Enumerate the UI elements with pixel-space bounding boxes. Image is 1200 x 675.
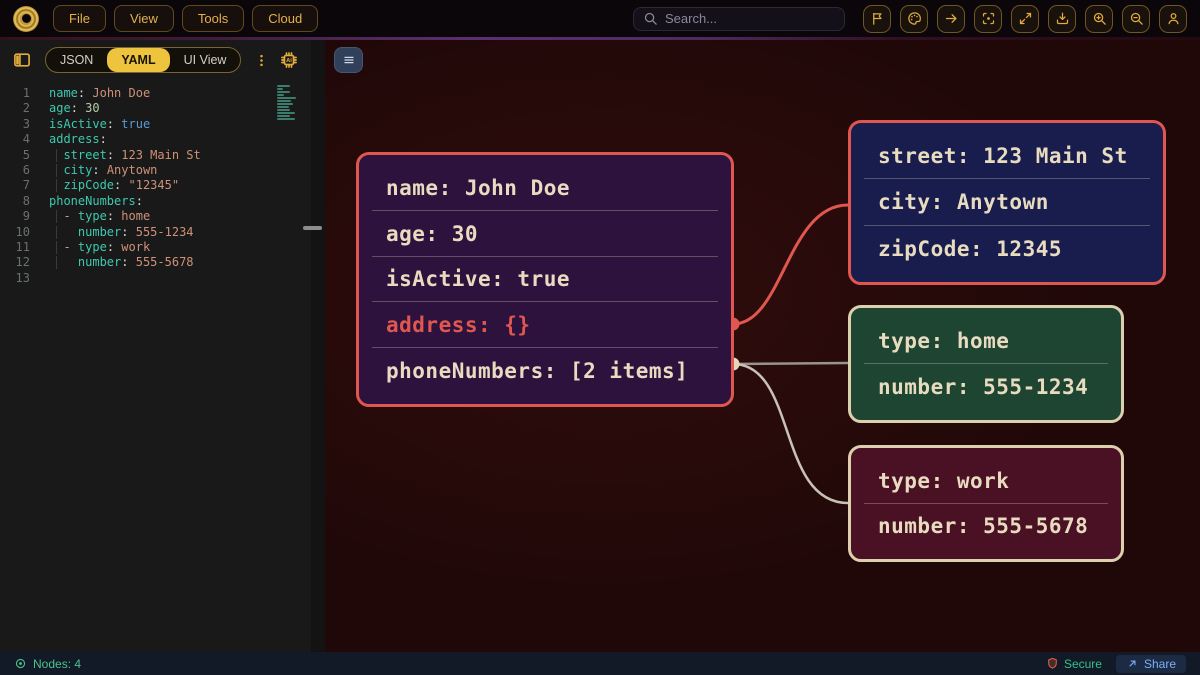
node-row: number: 555-5678 xyxy=(878,514,1089,539)
flag-button[interactable] xyxy=(863,4,891,33)
editor-line: 12 number: 555-5678 xyxy=(15,255,194,271)
node-row: street: 123 Main St xyxy=(851,133,1163,180)
user-icon xyxy=(1166,11,1181,26)
focus-center-icon xyxy=(981,11,996,26)
node-row: city: Anytown xyxy=(851,179,1163,226)
editor-line: 7 zipCode: "12345" xyxy=(22,178,180,194)
flag-icon xyxy=(870,11,885,26)
graph-node-phone-work[interactable]: type: work number: 555-5678 xyxy=(848,445,1124,562)
palette-button[interactable] xyxy=(900,4,928,33)
svg-text:AI: AI xyxy=(286,58,292,64)
nodes-count-label: Nodes: 4 xyxy=(33,656,82,671)
editor-line: 11 - type: work xyxy=(15,240,151,256)
menu-file-button[interactable]: File xyxy=(53,5,106,32)
node-row: phoneNumbers: [2 items] xyxy=(386,359,689,384)
share-label: Share xyxy=(1143,656,1176,671)
ai-assistant-button[interactable]: AI xyxy=(277,48,301,72)
accent-divider xyxy=(0,37,1200,40)
more-options-button[interactable] xyxy=(252,51,271,70)
sidebar-toggle-button[interactable] xyxy=(10,48,34,72)
menu-cloud-button[interactable]: Cloud xyxy=(252,5,319,32)
hamburger-icon xyxy=(342,53,356,67)
editor-line: 6 city: Anytown xyxy=(22,163,158,179)
editor-line: 9 - type: home xyxy=(22,209,151,225)
secure-label: Secure xyxy=(1063,656,1102,671)
canvas-menu-button[interactable] xyxy=(334,47,363,73)
node-row: type: work xyxy=(851,458,1121,504)
editor-line: 10 number: 555-1234 xyxy=(15,224,194,241)
secure-badge[interactable]: Secure xyxy=(1046,657,1102,671)
node-row: name: John Doe xyxy=(359,165,731,211)
search-icon xyxy=(643,11,658,26)
menu-view-button[interactable]: View xyxy=(113,5,174,32)
focus-center-button[interactable] xyxy=(974,4,1002,33)
share-arrow-icon xyxy=(1126,657,1139,670)
panel-left-icon xyxy=(12,50,32,70)
expand-icon xyxy=(1018,11,1033,26)
tab-json[interactable]: JSON xyxy=(46,48,107,72)
zoom-in-icon xyxy=(1092,11,1107,26)
arrow-right-icon xyxy=(944,11,959,26)
graph-edge xyxy=(732,203,849,326)
editor-line: 13 xyxy=(15,270,30,285)
menu-tools-button[interactable]: Tools xyxy=(181,5,245,32)
topbar-actions xyxy=(863,4,1187,33)
user-button[interactable] xyxy=(1159,4,1187,33)
menu-bar: File View Tools Cloud xyxy=(53,5,319,32)
topbar: File View Tools Cloud xyxy=(0,0,1200,37)
node-row: zipCode: 12345 xyxy=(878,236,1063,261)
arrow-right-button[interactable] xyxy=(937,4,965,33)
palette-icon xyxy=(907,11,922,26)
ai-chip-icon: AI xyxy=(279,50,299,70)
node-row: age: 30 xyxy=(359,211,731,257)
graph-edge xyxy=(732,361,849,366)
search-input[interactable] xyxy=(665,11,835,26)
panel-resize-handle[interactable] xyxy=(303,226,322,230)
node-row: address: {} xyxy=(359,302,731,348)
expand-button[interactable] xyxy=(1011,4,1039,33)
share-button[interactable]: Share xyxy=(1115,654,1186,673)
graph-node-phone-home[interactable]: type: home number: 555-1234 xyxy=(848,305,1124,423)
shield-icon xyxy=(1046,657,1059,670)
node-row: type: home xyxy=(851,318,1121,364)
tab-ui-view[interactable]: UI View xyxy=(170,48,241,72)
kebab-menu-icon xyxy=(254,53,269,68)
zoom-out-button[interactable] xyxy=(1122,4,1150,33)
download-button[interactable] xyxy=(1048,4,1076,33)
download-icon xyxy=(1055,11,1070,26)
node-row: number: 555-1234 xyxy=(878,375,1089,399)
status-bar: Nodes: 4 Secure Share xyxy=(0,652,1200,675)
editor-minimap xyxy=(277,85,296,123)
graph-edge xyxy=(732,362,849,505)
search-box xyxy=(633,6,845,31)
zoom-out-icon xyxy=(1129,11,1144,26)
tab-yaml[interactable]: YAML xyxy=(107,48,170,72)
node-row: isActive: true xyxy=(359,257,731,303)
zoom-in-button[interactable] xyxy=(1085,4,1113,33)
editor-line: 5 street: 123 Main St xyxy=(22,147,201,164)
app-logo-icon[interactable] xyxy=(13,5,39,32)
panel-resize-strip xyxy=(303,40,325,652)
nodes-indicator-icon xyxy=(14,657,27,670)
nodes-count: Nodes: 4 xyxy=(14,657,81,671)
